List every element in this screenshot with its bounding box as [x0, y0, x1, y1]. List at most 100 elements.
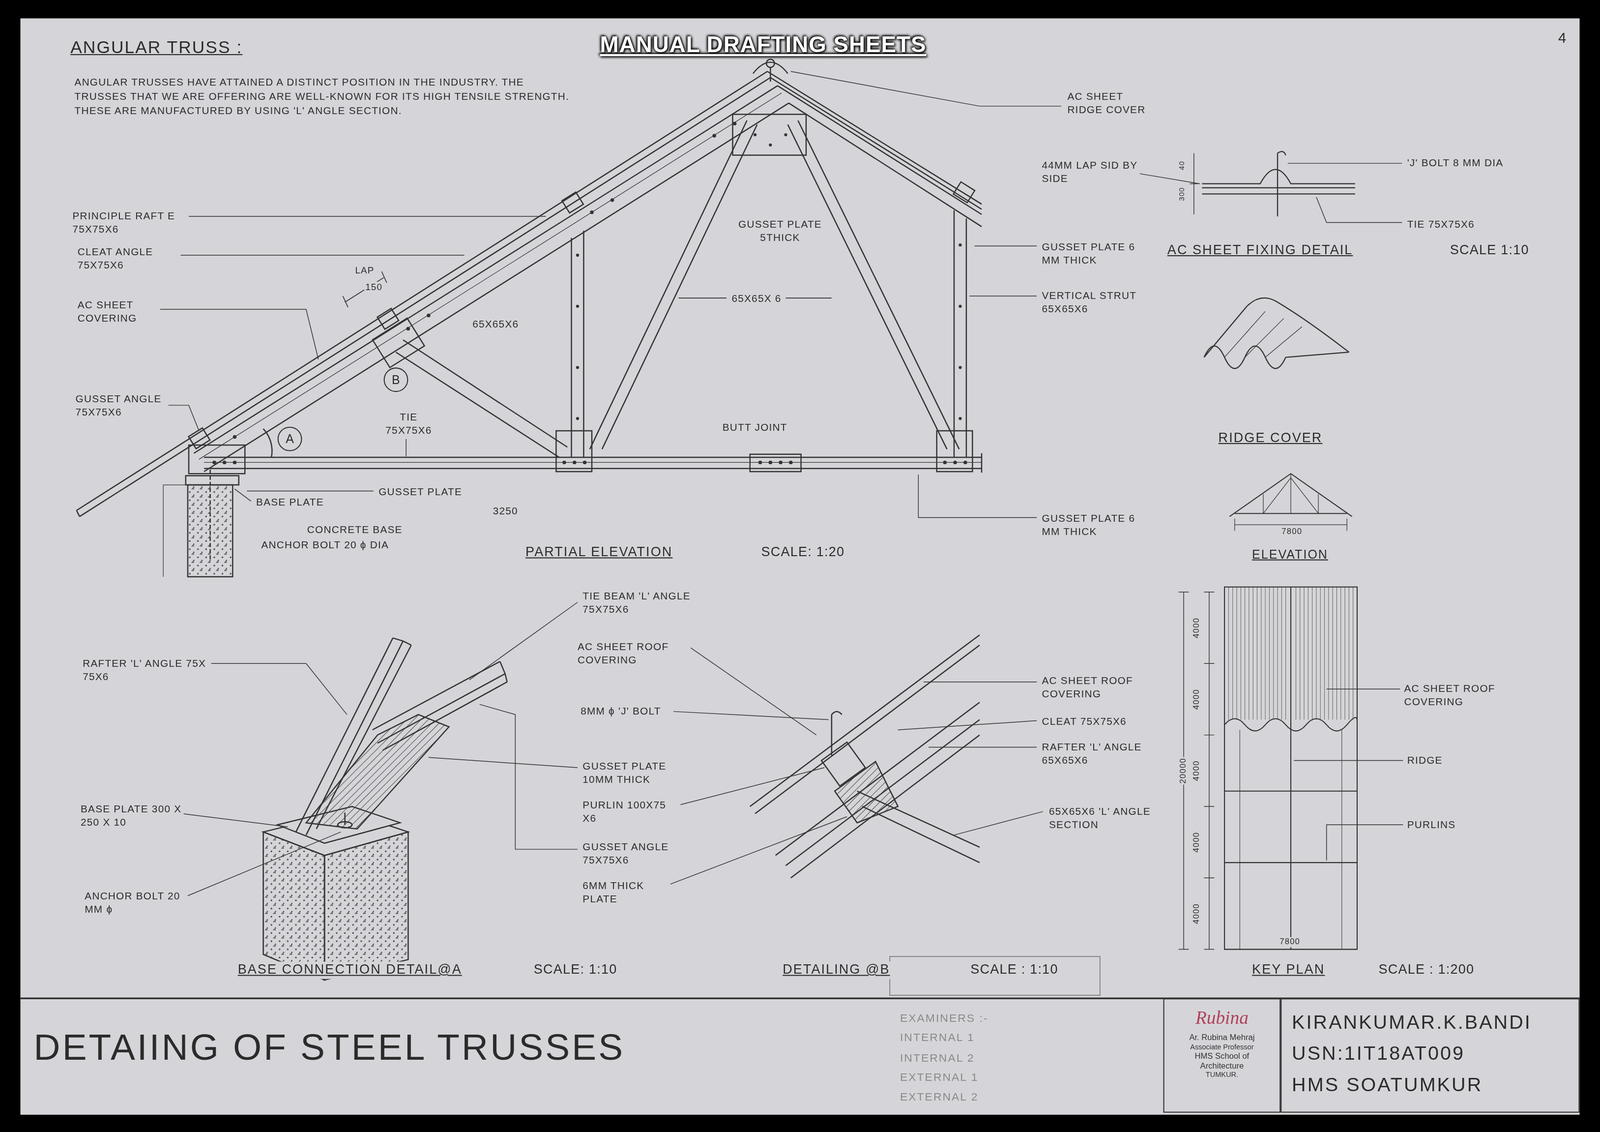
drawing-line — [163, 484, 188, 485]
drawing-line — [673, 711, 829, 720]
drawing-line — [969, 295, 1037, 296]
drawing-heading: BASE CONNECTION DETAIL@A — [236, 960, 464, 979]
drawing-polyline — [1316, 197, 1402, 223]
callout-label: 7800 — [1280, 526, 1304, 538]
callout-label: 3250 — [492, 503, 520, 518]
drawing-line — [1317, 494, 1319, 514]
dimension-text: 20000 — [1178, 756, 1190, 785]
drawing-path — [831, 711, 843, 715]
drawing-circle — [768, 460, 773, 465]
drawing-line — [306, 640, 404, 835]
drawing-line — [428, 756, 578, 768]
callout-label: 'J' BOLT 8 MM DIA — [1406, 156, 1511, 170]
drawing-heading: ANGULAR TRUSS : — [69, 36, 244, 60]
drawing-line — [689, 646, 816, 735]
drawing-line — [678, 297, 727, 299]
callout-label: CONCRETE BASE — [306, 522, 404, 536]
drawing-circle — [576, 416, 580, 420]
drawing-rect — [1224, 586, 1358, 950]
drawing-line — [785, 719, 980, 866]
node-text: INTERNAL 2 — [900, 1047, 1152, 1068]
drawing-line — [203, 663, 307, 664]
callout-label: BASE PLATE — [255, 494, 325, 509]
drawing-circle — [958, 304, 962, 308]
drawing-circle — [778, 460, 783, 465]
drawing-circle — [768, 143, 772, 147]
drawing-polygon — [263, 831, 325, 980]
drawing-circle — [222, 460, 227, 465]
callout-label: SCALE : 1:200 — [1377, 960, 1476, 979]
callout-label: ANCHOR BOLT 20 MM ϕ — [83, 888, 188, 916]
dimension-text: 4000 — [1191, 616, 1203, 640]
drawing-line — [405, 438, 407, 457]
drawing-line — [1293, 759, 1403, 761]
drawing-line — [965, 218, 967, 458]
drawing-circle — [406, 326, 410, 331]
drawing-line — [1290, 586, 1292, 950]
drawing-line — [1290, 473, 1291, 514]
dimension-text: 4000 — [1191, 830, 1203, 854]
callout-label: AC SHEET ROOF COVERING — [1040, 673, 1165, 700]
drawing-line — [831, 714, 833, 756]
node-text: Associate Professor — [1174, 1042, 1270, 1051]
callout-label: 44MM LAP SID BY SIDE — [1040, 158, 1140, 185]
drawing-heading: PARTIAL ELEVATION — [524, 543, 674, 561]
drawing-line — [1224, 790, 1358, 792]
node-text: HMS School of Architecture — [1174, 1050, 1270, 1071]
drawing-line — [1234, 518, 1235, 531]
drawing-polygon — [306, 714, 450, 829]
drawing-line — [1201, 187, 1355, 189]
callout-label: 150 — [364, 281, 384, 294]
drawing-line — [1224, 948, 1358, 950]
drawing-line — [1341, 729, 1342, 949]
guide-stamp-cell: RubinaAr. Rubina MehrajAssociate Profess… — [1163, 997, 1281, 1112]
drawing-line — [923, 681, 1037, 682]
callout-label: BASE PLATE 300 X 250 X 10 — [79, 802, 184, 829]
drawing-circle — [576, 365, 580, 369]
description-note: ANGULAR TRUSSES HAVE ATTAINED A DISTINCT… — [73, 75, 576, 119]
drawing-polyline — [918, 474, 1037, 518]
callout-label: RAFTER 'L' ANGLE 75X 75X6 — [81, 656, 212, 683]
drawing-circle — [958, 365, 962, 369]
callout-label: VERTICAL STRUT 65X65X6 — [1040, 288, 1171, 316]
drawing-circle — [766, 58, 775, 68]
drawing-line — [1326, 688, 1400, 689]
drawing-circle — [582, 460, 587, 465]
drawing-path — [263, 428, 273, 458]
drawing-circle — [562, 460, 566, 465]
callout-label: GUSSET PLATE — [377, 484, 464, 498]
drawing-rect — [555, 430, 592, 472]
drawing-circle — [610, 198, 614, 202]
drawing-line — [1263, 477, 1291, 514]
drawing-circle — [963, 460, 967, 465]
drawing-line — [381, 271, 387, 283]
drawing-path — [1204, 306, 1248, 358]
drawing-line — [193, 85, 778, 453]
drawing-g — [1204, 297, 1350, 369]
dimension-text: 4000 — [1191, 901, 1203, 925]
callout-label: RAFTER 'L' ANGLE 65X65X6 — [1040, 739, 1181, 767]
drawing-circle — [958, 243, 962, 247]
node-heading: Rubina — [1174, 1007, 1270, 1029]
drawing-path — [1201, 169, 1355, 184]
drawing-line — [76, 71, 768, 511]
member-label: TIE 75X75X6 — [379, 410, 438, 437]
drawing-rect — [561, 192, 584, 213]
callout-label: BUTT JOINT — [721, 420, 789, 434]
drawing-circle — [576, 253, 580, 257]
drawing-rect — [889, 956, 1101, 995]
drawing-circle — [788, 460, 793, 465]
callout-label: SCALE: 1:10 — [532, 960, 619, 979]
drawing-polyline — [163, 405, 200, 431]
callout-label: 65X65X6 — [471, 317, 520, 331]
drawing-line — [188, 215, 547, 217]
drawing-line — [767, 71, 982, 204]
drawing-line — [1287, 162, 1402, 164]
drawing-line — [203, 456, 982, 458]
callout-label: GUSSET PLATE 10MM THICK — [581, 758, 696, 786]
node-text: TUMKUR. — [1174, 1070, 1270, 1079]
callout-label: PURLINS — [1406, 817, 1457, 831]
node-heading: KIRANKUMAR.K.BANDI — [1291, 1007, 1569, 1039]
drawing-line — [1346, 518, 1348, 531]
